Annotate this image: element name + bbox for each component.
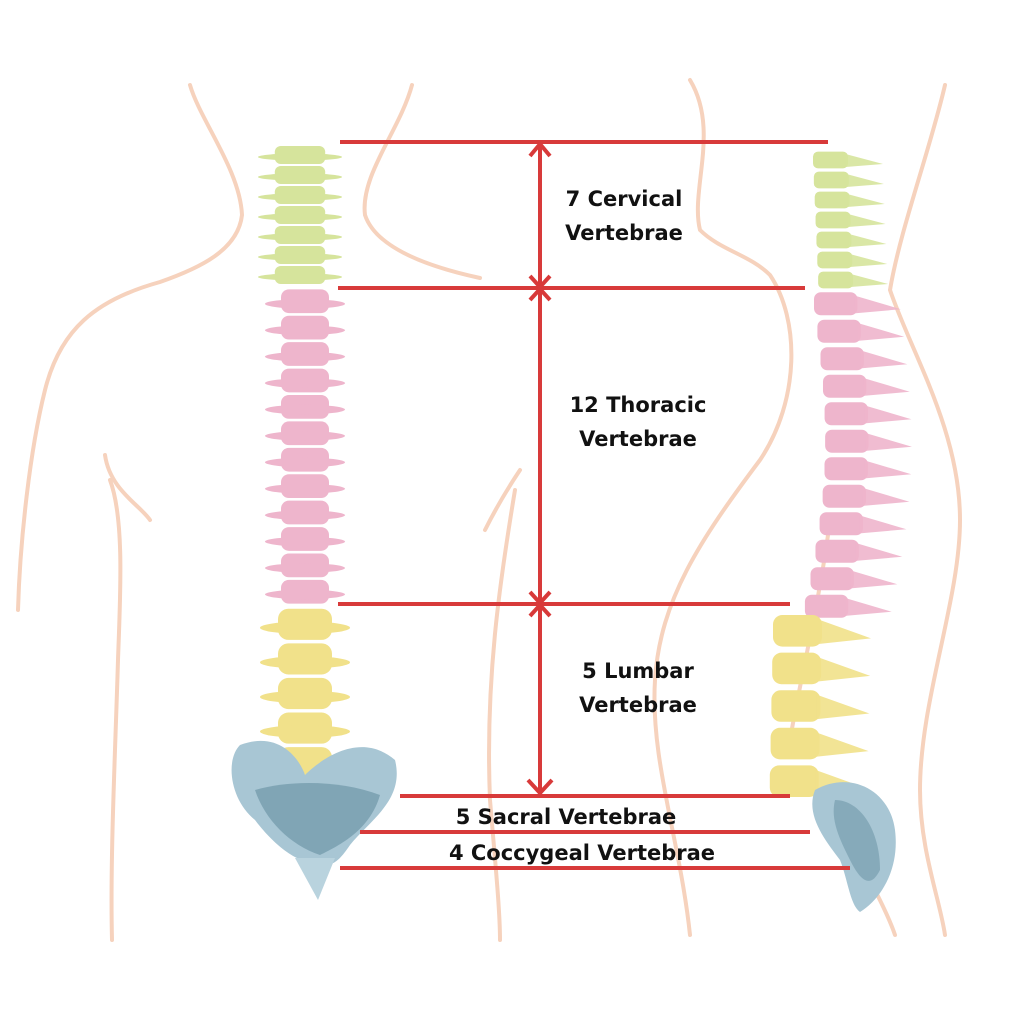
side-thoracic-spinous-process [865, 433, 912, 451]
side-cervical-spinous-process [850, 274, 889, 287]
front-thoracic-process [265, 299, 345, 309]
front-thoracic-process [265, 404, 345, 415]
side-thoracic-vertebra [820, 347, 864, 371]
side-thoracic-spinous-process [862, 488, 910, 506]
side-thoracic-spinous-process [864, 405, 912, 424]
side-thoracic-vertebra [815, 539, 859, 563]
side-thoracic-vertebra [822, 484, 867, 508]
side-lumbar-vertebra [771, 690, 821, 722]
side-thoracic-spinous-process [854, 295, 901, 314]
label-thoracic-count: 12 Thoracic [570, 393, 707, 417]
front-lumbar-process [260, 725, 350, 738]
front-lumbar-process [260, 656, 350, 669]
side-cervical-vertebra [817, 251, 853, 269]
front-coccyx [295, 858, 335, 900]
side-cervical-spinous-process [846, 174, 884, 187]
label-cervical-vertebrae: Vertebrae [565, 221, 683, 245]
side-cervical-spinous-process [845, 154, 883, 167]
front-thoracic-process [265, 536, 345, 547]
front-thoracic-process [265, 378, 345, 388]
side-lumbar-vertebra [769, 765, 819, 797]
front-lumbar-process [260, 621, 350, 634]
side-thoracic-vertebra [817, 319, 861, 343]
side-body-outline-back [887, 83, 963, 937]
side-body-outline-front [652, 78, 794, 937]
front-cervical-process [258, 173, 342, 181]
side-cervical-vertebra [813, 171, 849, 189]
side-thoracic-vertebra [810, 567, 854, 591]
back-body-outline-left [16, 83, 245, 612]
side-cervical-vertebra [814, 191, 850, 209]
label-thoracic-vertebrae: Vertebrae [579, 427, 697, 451]
spines [231, 146, 912, 912]
front-lumbar-process [260, 690, 350, 704]
side-thoracic-vertebra [814, 292, 858, 316]
front-thoracic-process [265, 431, 345, 441]
front-thoracic-process [265, 563, 345, 573]
front-cervical-process [258, 273, 342, 281]
side-sacrum-shadow [833, 800, 880, 881]
label-lumbar-vertebrae: Vertebrae [579, 693, 697, 717]
front-cervical-process [258, 253, 342, 261]
label-cervical-count: 7 Cervical [566, 187, 683, 211]
front-cervical-process [258, 213, 342, 221]
measurement-lines [338, 140, 850, 870]
front-cervical-process [258, 193, 342, 201]
side-thoracic-vertebra [824, 457, 868, 481]
side-thoracic-vertebra [804, 594, 849, 618]
side-cervical-vertebra [813, 151, 848, 169]
front-thoracic-process [265, 589, 345, 600]
side-cervical-vertebra [818, 271, 854, 289]
side-thoracic-vertebra [825, 429, 869, 453]
front-cervical-process [258, 233, 342, 241]
back-body-outline-right [362, 83, 482, 280]
body-outlines [16, 78, 963, 942]
side-thoracic-vertebra [824, 402, 868, 426]
front-thoracic-process [265, 484, 345, 494]
side-thoracic-spinous-process [859, 515, 907, 534]
arrowheads [526, 140, 554, 796]
side-cervical-spinous-process [848, 214, 886, 227]
side-thoracic-spinous-process [850, 570, 898, 589]
side-lumbar-spinous-process [816, 694, 870, 720]
side-thoracic-spinous-process [864, 460, 912, 479]
side-lumbar-spinous-process [818, 619, 871, 644]
side-thoracic-spinous-process [857, 323, 905, 341]
side-thoracic-spinous-process [845, 598, 892, 616]
side-cervical-vertebra [815, 211, 851, 229]
side-lumbar-spinous-process [817, 657, 871, 682]
side-lumbar-spinous-process [816, 732, 869, 757]
side-cervical-spinous-process [849, 254, 888, 267]
side-cervical-spinous-process [847, 194, 885, 207]
label-sacral: 5 Sacral Vertebrae [456, 805, 677, 829]
back-arm-line [103, 453, 152, 942]
front-thoracic-process [265, 510, 345, 520]
front-thoracic-process [265, 325, 345, 336]
side-thoracic-spinous-process [860, 350, 908, 369]
side-cervical-spinous-process [848, 234, 887, 247]
front-cervical-process [258, 153, 342, 161]
label-lumbar-count: 5 Lumbar [582, 659, 694, 683]
side-thoracic-vertebra [822, 374, 867, 398]
side-lumbar-vertebra [773, 615, 822, 647]
label-coccygeal: 4 Coccygeal Vertebrae [449, 841, 715, 865]
side-lumbar-vertebra [772, 652, 822, 685]
side-cervical-vertebra [816, 231, 852, 249]
side-thoracic-spinous-process [863, 378, 910, 396]
side-thoracic-vertebra [819, 512, 863, 536]
side-lumbar-vertebra [770, 727, 820, 760]
side-thoracic-spinous-process [855, 543, 903, 561]
back-center-line [483, 468, 522, 942]
front-sacrum-shadow [255, 783, 380, 855]
front-thoracic-process [265, 351, 345, 362]
front-thoracic-process [265, 457, 345, 468]
